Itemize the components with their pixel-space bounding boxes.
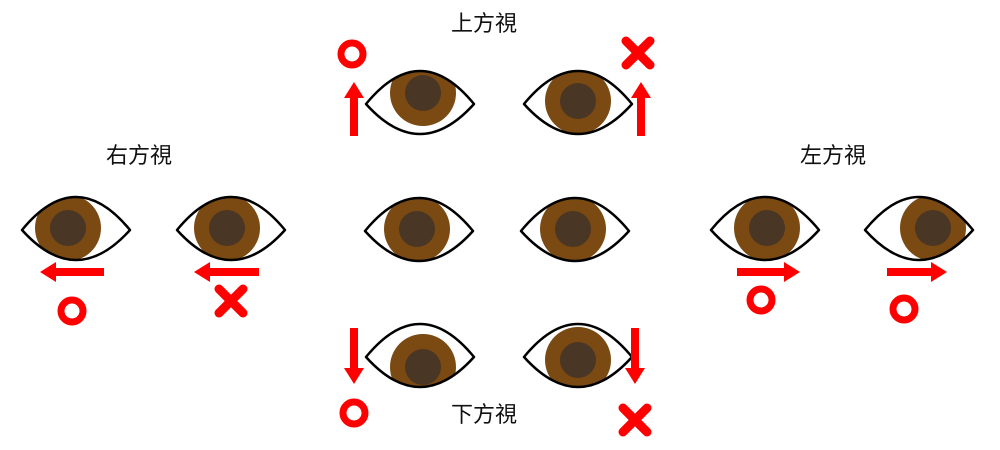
- pupil-shape: [399, 211, 435, 247]
- pupil-shape: [405, 349, 441, 385]
- eye-outline: [863, 195, 975, 262]
- arrow-up-icon: [631, 82, 651, 136]
- eye-rightward-correct: [20, 195, 132, 262]
- arrow-left-icon: [40, 262, 104, 282]
- circle-o-icon: [889, 294, 919, 324]
- label-rightward-gaze: 右方視: [106, 144, 173, 169]
- eye-outline: [364, 69, 476, 136]
- arrow-left-icon: [194, 262, 259, 282]
- eye-downward-incorrect: [522, 322, 634, 389]
- arrow-up-icon: [344, 82, 364, 136]
- label-leftward-gaze: 左方視: [800, 144, 867, 169]
- cross-x-icon: [621, 36, 655, 70]
- pupil-shape: [560, 342, 596, 378]
- eye-outline: [522, 69, 634, 136]
- pupil-shape: [405, 75, 441, 111]
- label-upward-gaze: 上方視: [451, 12, 518, 37]
- pupil-shape: [50, 210, 86, 246]
- arrow-down-icon: [344, 328, 364, 384]
- eye-downward-correct: [364, 322, 476, 389]
- eye-rightward-incorrect: [175, 195, 287, 262]
- label-downward-gaze: 下方視: [451, 403, 518, 428]
- eye-outline: [519, 196, 631, 263]
- arrow-down-icon: [625, 328, 645, 384]
- eye-upward-correct: [364, 69, 476, 136]
- arrow-right-icon: [887, 262, 947, 282]
- eye-outline: [364, 322, 476, 389]
- circle-o-icon: [57, 296, 87, 326]
- pupil-shape: [915, 210, 951, 246]
- cross-x-icon: [618, 403, 652, 437]
- circle-o-icon: [746, 285, 776, 315]
- eye-outline: [175, 195, 287, 262]
- eye-center-right: [519, 196, 631, 263]
- arrow-right-icon: [737, 262, 800, 282]
- eye-outline: [709, 195, 821, 262]
- eye-leftward-incorrect-gaze: [709, 195, 821, 262]
- eye-upward-incorrect: [522, 69, 634, 136]
- cross-x-icon: [214, 284, 248, 318]
- circle-o-icon: [339, 398, 369, 428]
- circle-o-icon: [337, 39, 367, 69]
- pupil-shape: [555, 211, 591, 247]
- eye-center-left: [363, 196, 475, 263]
- pupil-shape: [560, 83, 596, 119]
- pupil-shape: [209, 210, 245, 246]
- pupil-shape: [749, 210, 785, 246]
- eye-outline: [363, 196, 475, 263]
- eye-leftward-correct: [863, 195, 975, 262]
- eye-outline: [20, 195, 132, 262]
